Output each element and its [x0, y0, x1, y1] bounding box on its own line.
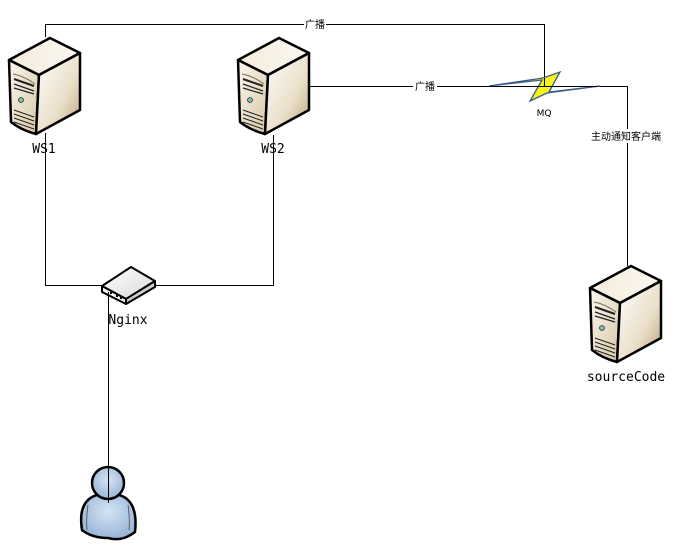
mq-label: MQ — [537, 109, 552, 119]
edge-label-ws2-mq: 广播 — [415, 80, 435, 93]
router-nginx[interactable] — [101, 266, 156, 305]
server-icon — [7, 36, 82, 136]
router-icon — [101, 266, 156, 305]
edge-ws1-nginx — [45, 133, 104, 286]
sourcecode-label: sourceCode — [587, 370, 665, 385]
server-icon — [588, 264, 663, 364]
edge-ws2-nginx — [150, 135, 274, 286]
edge-label-mq-sourcecode: 主动通知客户端 — [591, 130, 661, 143]
edge-mq-sourcecode — [598, 86, 628, 266]
ws1-label: WS1 — [32, 142, 55, 157]
ws2-label: WS2 — [261, 142, 284, 157]
user-node[interactable] — [79, 465, 137, 541]
server-icon — [236, 36, 311, 136]
server-ws2[interactable] — [236, 36, 311, 136]
edge-label-ws1-mq: 广播 — [305, 18, 325, 31]
edge-label-bg — [304, 17, 326, 30]
nginx-label: Nginx — [108, 313, 147, 328]
server-sourcecode[interactable] — [588, 264, 663, 364]
server-ws1[interactable] — [7, 36, 82, 136]
edge-ws1-mq — [45, 24, 545, 87]
user-icon — [79, 465, 137, 541]
edge-label-bg — [587, 129, 667, 143]
edge-label-bg — [413, 79, 437, 92]
